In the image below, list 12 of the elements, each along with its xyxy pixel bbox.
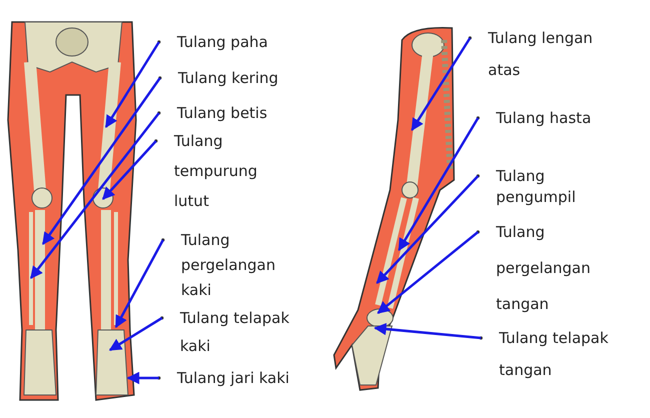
bone-label: Tulang telapak tangan: [481, 322, 624, 386]
bone-label: Tulang telapak kaki: [162, 304, 305, 360]
bone-label: Tulang tempurung lutut: [156, 126, 282, 216]
bone-label: Tulang betis: [159, 103, 307, 123]
bone-label: Tulang lengan atas: [470, 22, 613, 86]
bone-label: Tulang kering: [160, 68, 308, 88]
bone-label: Tulang pengumpil: [478, 166, 621, 208]
bone-label: Tulang pergelangan kaki: [163, 228, 306, 302]
bone-label: Tulang jari kaki: [159, 368, 317, 388]
bone-label: Tulang paha: [159, 32, 307, 52]
bone-label: Tulang pergelangan tangan: [478, 214, 621, 322]
bone-label: Tulang hasta: [478, 108, 621, 128]
